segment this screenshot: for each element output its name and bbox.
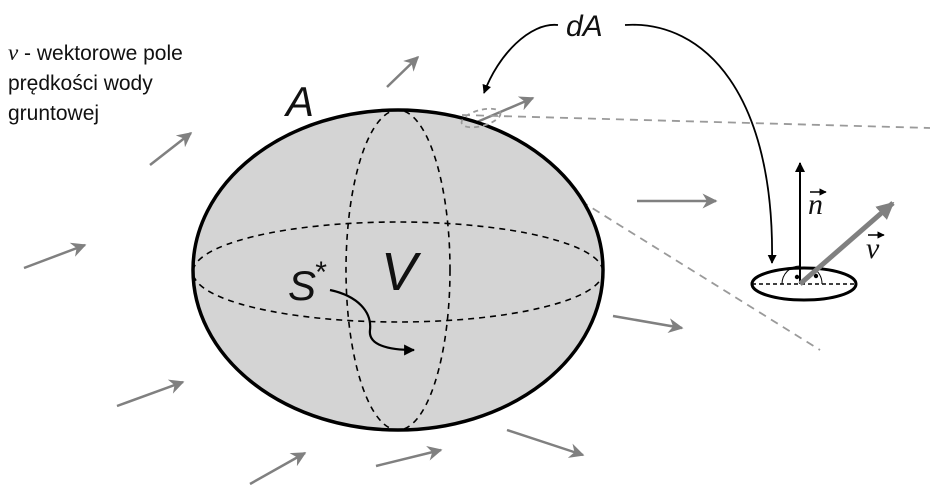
field-arrow: [506, 428, 585, 458]
field-arrow: [476, 96, 535, 124]
label-surface-A: A: [283, 78, 314, 125]
source-arrow: [329, 288, 416, 356]
legend-text-line3: gruntowej: [8, 102, 100, 125]
label-velocity-v: v: [866, 232, 880, 265]
angle-arc-normal: [781, 265, 801, 285]
control-volume: [191, 108, 605, 432]
label-source-star: *: [314, 256, 327, 289]
velocity-field-arrows: [23, 55, 718, 486]
field-arrow: [612, 314, 684, 334]
equator-dashed: [192, 221, 604, 323]
label-source-S: S: [288, 262, 316, 309]
legend: v - wektorowe pole prędkości wody grunto…: [8, 38, 248, 129]
angle-dot-right: [813, 273, 819, 279]
field-arrow: [386, 55, 420, 88]
label-volume-V: V: [381, 242, 422, 302]
meridian-dashed: [345, 109, 451, 431]
field-arrow: [249, 451, 307, 486]
legend-text-line2: prędkości wody: [8, 72, 153, 95]
field-arrow: [23, 242, 87, 270]
projection-line-upper: [461, 114, 931, 129]
field-arrow: [375, 445, 443, 468]
field-arrow: [149, 132, 193, 166]
surface-element-on-body: [460, 107, 502, 129]
angle-dot-left: [794, 274, 800, 280]
dA-pointer-arrow-to-body: [482, 24, 559, 94]
legend-text-line1: wektorowe pole: [36, 42, 183, 65]
field-arrow: [116, 379, 185, 408]
legend-symbol: v: [8, 40, 19, 65]
velocity-vector: [798, 201, 895, 286]
label-normal-n: n: [808, 188, 823, 221]
zoomed-surface-element: [750, 162, 895, 302]
legend-separator: -: [18, 42, 37, 65]
label-dA: dA: [566, 10, 603, 43]
dA-pointer-arrow-to-zoom: [624, 23, 777, 264]
